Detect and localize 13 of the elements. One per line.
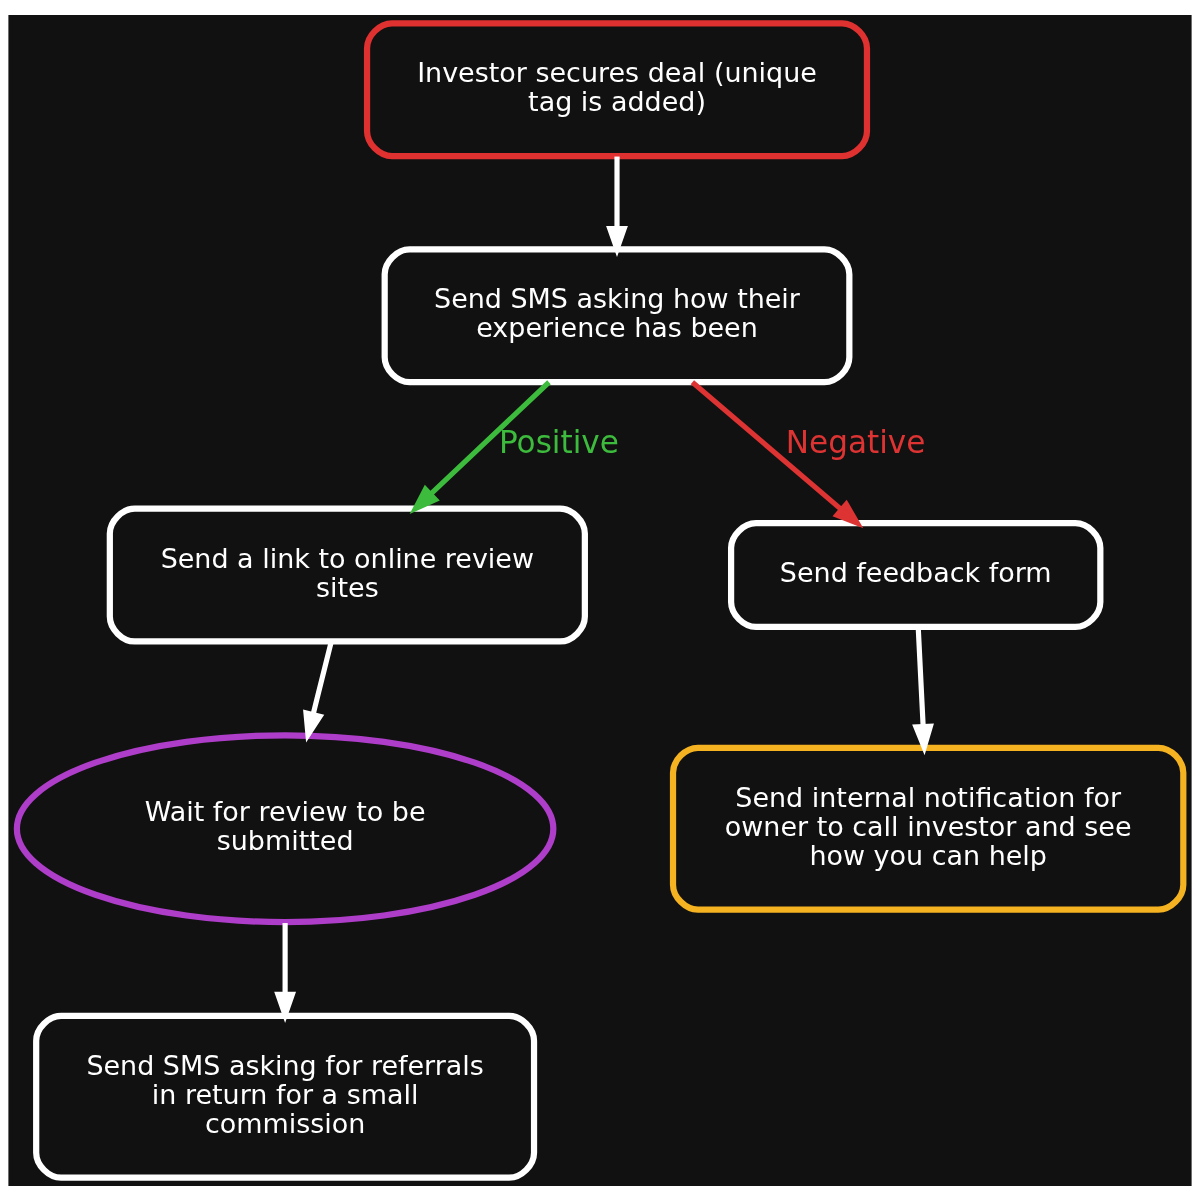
arrow <box>606 156 628 257</box>
arrow <box>274 922 297 1023</box>
node-ellipse: Wait for review to be submitted <box>13 731 557 925</box>
node-box: Send a link to online review sites <box>106 505 588 645</box>
node-box: Send internal notification for owner to call investor and see how you can help <box>669 744 1187 913</box>
edge-label: Negative <box>785 423 926 460</box>
node-box: Send feedback form <box>728 519 1104 630</box>
node-box: Send SMS asking for referrals in return for a small commission <box>33 1012 538 1181</box>
edge-label: Positive <box>498 423 619 460</box>
node-box: Send SMS asking how their experience has been <box>381 245 853 385</box>
arrow <box>690 379 864 528</box>
arrow <box>409 379 551 514</box>
node-box: Investor secures deal (unique tag is added) <box>363 19 871 159</box>
